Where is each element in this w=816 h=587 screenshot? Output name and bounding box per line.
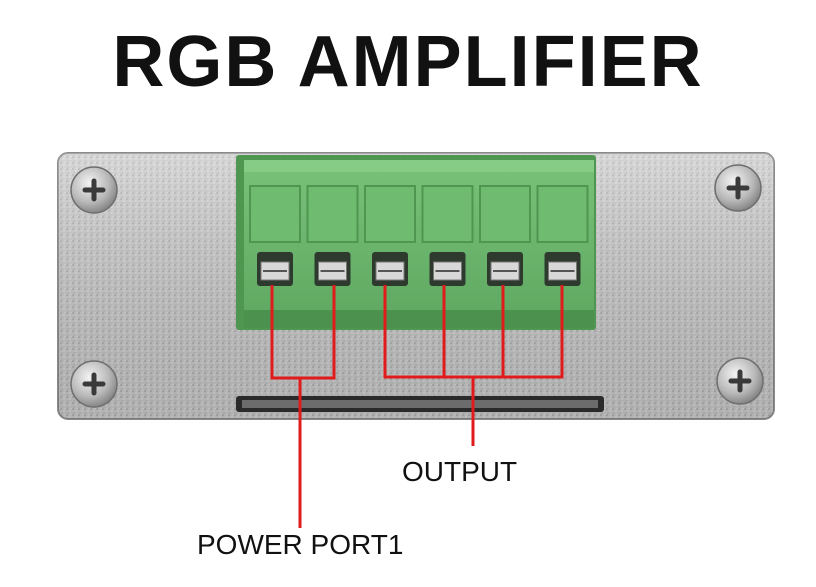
power-port-label: POWER PORT1	[197, 529, 404, 560]
screw-icon	[716, 357, 764, 405]
terminal-4	[421, 185, 474, 286]
screw-icon	[714, 164, 762, 212]
terminal-2	[306, 185, 359, 286]
terminal-5	[479, 185, 531, 286]
callout-lines	[270, 285, 564, 528]
screw-icon	[70, 360, 118, 408]
power-callout-line	[270, 285, 336, 380]
terminal-6	[536, 185, 589, 286]
page-title: RGB AMPLIFIER	[112, 22, 704, 102]
terminal-3	[364, 185, 416, 286]
terminal-1	[249, 185, 301, 286]
output-label: OUTPUT	[402, 456, 518, 487]
terminal-block	[236, 155, 596, 330]
screw-icon	[70, 166, 118, 214]
